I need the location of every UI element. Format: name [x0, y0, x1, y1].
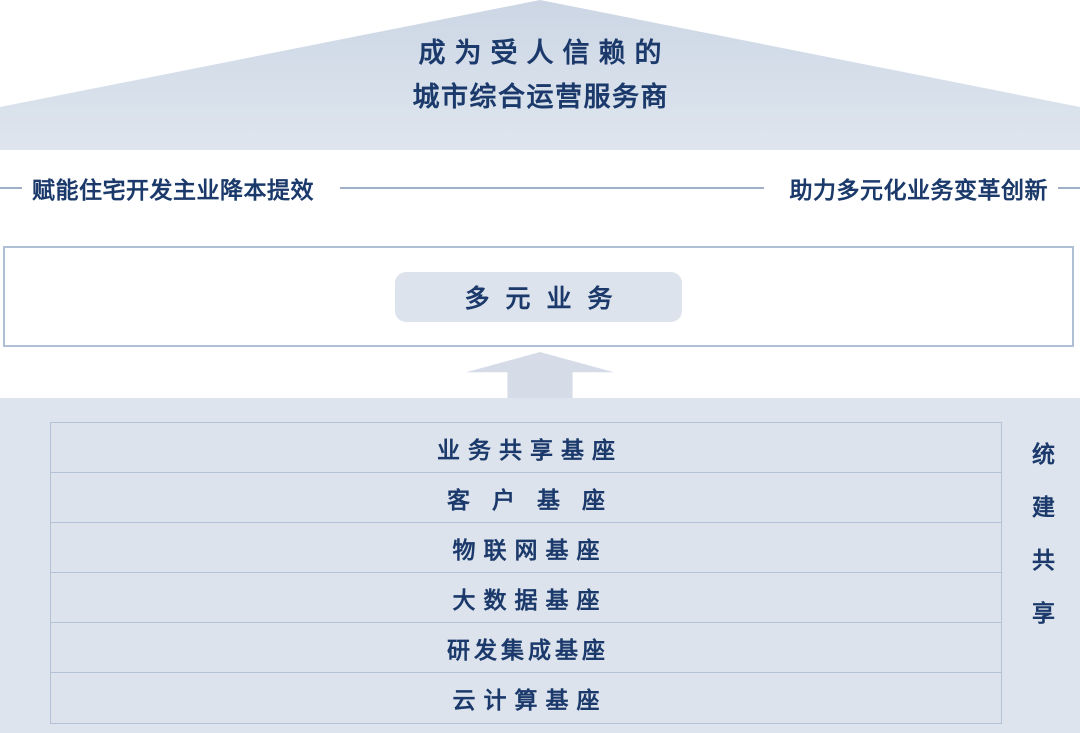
foundation-row-label: 物联网基座	[452, 536, 608, 563]
rule-middle	[340, 187, 764, 189]
side-label-container: 统建共享	[1002, 398, 1080, 654]
foundation-row[interactable]: 客户基座	[51, 473, 1001, 523]
foundation-panel: 业务共享基座 客户基座 物联网基座 大数据基座 研发集成基座 云计算基座 统建共…	[0, 398, 1080, 733]
foundation-row-label: 研发集成基座	[447, 636, 609, 663]
foundation-row[interactable]: 物联网基座	[51, 523, 1001, 573]
foundation-row-label: 云计算基座	[452, 687, 608, 713]
foundation-row[interactable]: 大数据基座	[51, 573, 1001, 623]
rule-right-cap	[1058, 187, 1080, 189]
subtitle-left: 赋能住宅开发主业降本提效	[32, 177, 314, 203]
foundation-rows: 业务共享基座 客户基座 物联网基座 大数据基座 研发集成基座 云计算基座	[50, 422, 1002, 724]
foundation-row[interactable]: 研发集成基座	[51, 623, 1001, 673]
foundation-row[interactable]: 云计算基座	[51, 673, 1001, 723]
foundation-row[interactable]: 业务共享基座	[51, 423, 1001, 473]
diversified-business-box: 多元业务	[3, 246, 1074, 347]
arrow-container	[0, 352, 1080, 398]
unified-build-share-label: 统建共享	[1028, 442, 1055, 654]
diversified-business-label: 多元业务	[464, 284, 629, 313]
rule-left-cap	[0, 187, 22, 189]
foundation-row-label: 大数据基座	[452, 586, 608, 613]
up-arrow-icon	[466, 352, 614, 398]
roof-shape	[0, 0, 1080, 150]
subtitle-right: 助力多元化业务变革创新	[789, 177, 1048, 203]
foundation-row-label: 业务共享基座	[437, 436, 623, 463]
foundation-row-label: 客户基座	[447, 486, 627, 513]
subtitle-strip: 赋能住宅开发主业降本提效 助力多元化业务变革创新	[0, 168, 1080, 208]
diversified-business-pill[interactable]: 多元业务	[395, 271, 682, 322]
